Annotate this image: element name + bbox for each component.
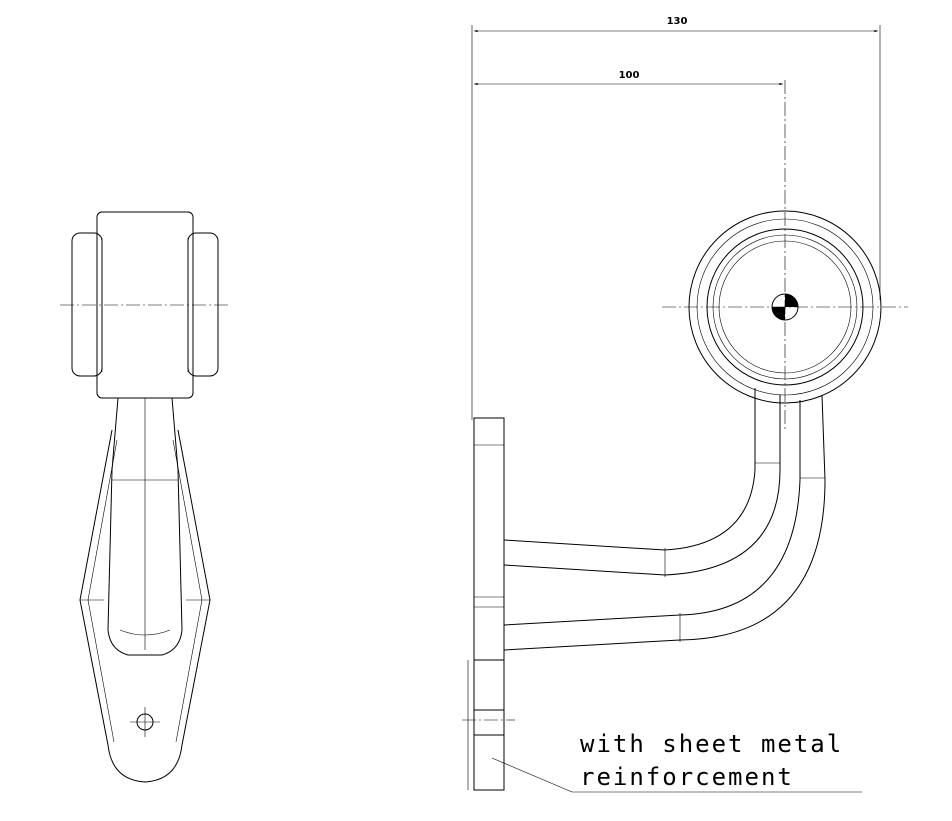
- dimension-130: 130: [471, 16, 881, 420]
- front-view: [60, 211, 230, 783]
- dimension-100-label: 100: [619, 70, 640, 81]
- dimension-100: 100: [473, 70, 783, 86]
- note-line-2: reinforcement: [580, 763, 794, 791]
- dimension-130-label: 130: [667, 16, 688, 27]
- note-line-1: with sheet metal: [580, 730, 843, 758]
- side-view: [462, 80, 908, 791]
- reinforcement-note: with sheet metal reinforcement: [491, 730, 862, 793]
